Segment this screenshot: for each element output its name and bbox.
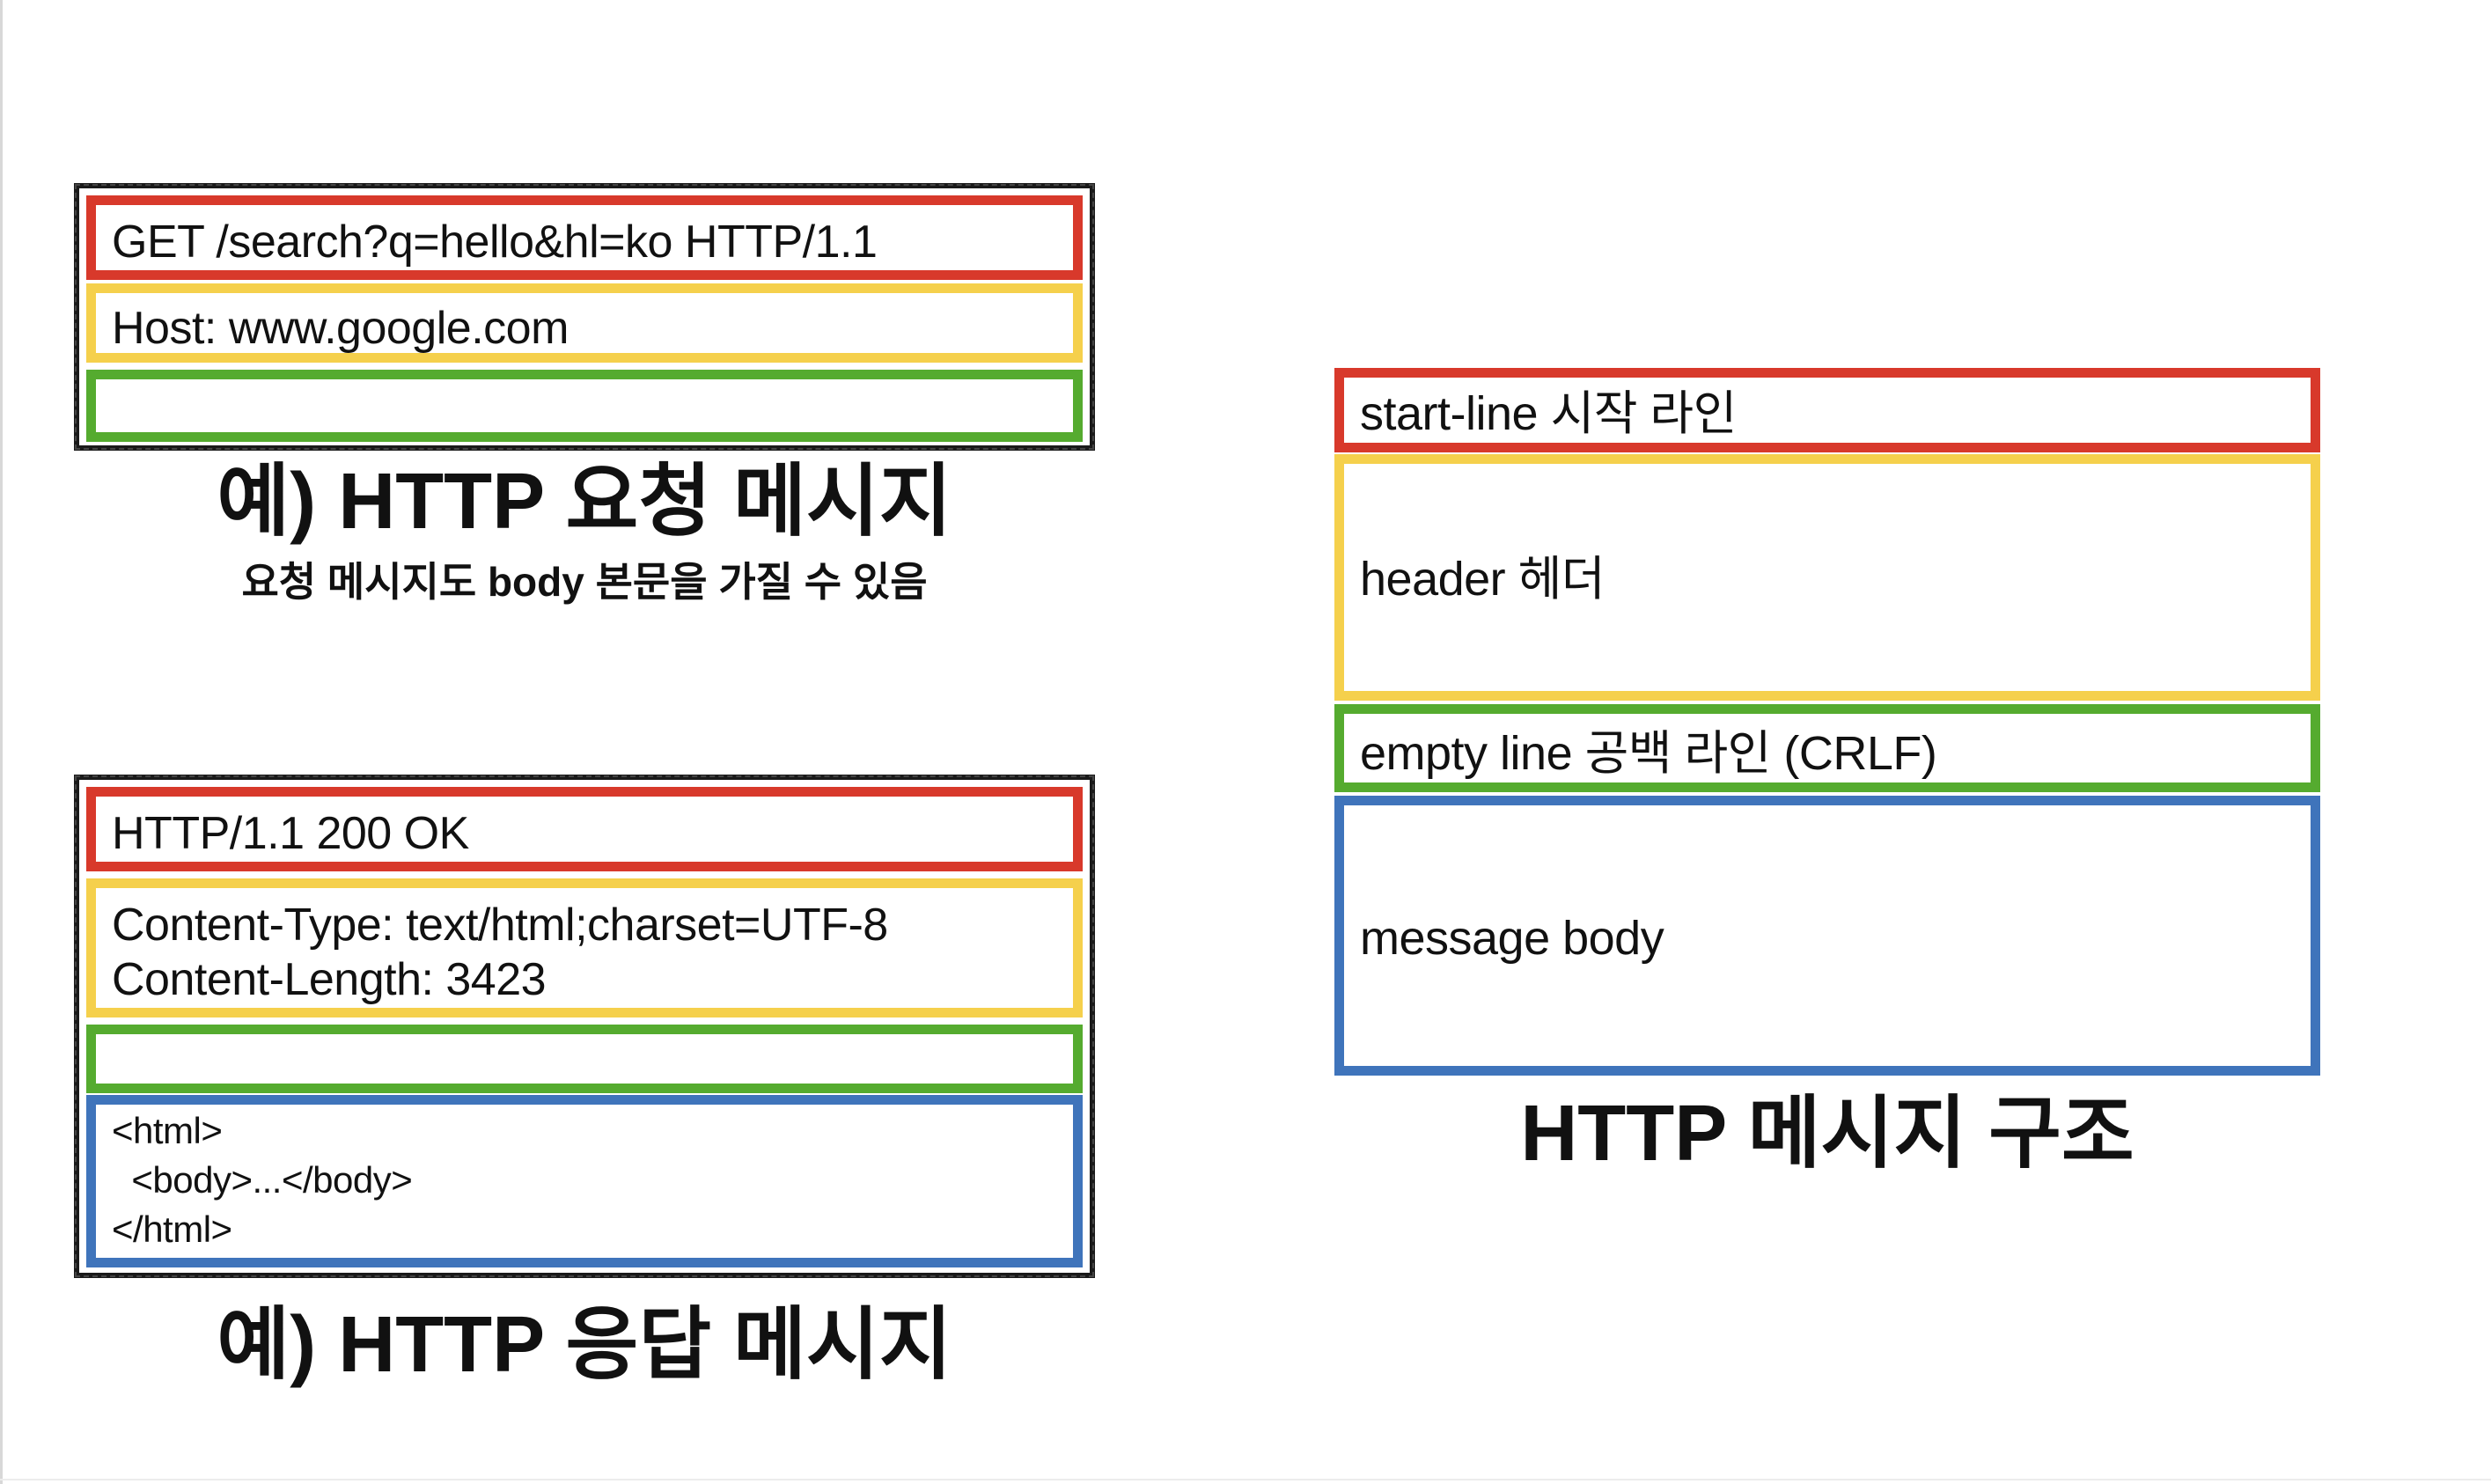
response-caption: 예) HTTP 응답 메시지 [217, 1301, 952, 1389]
response-header-line-2: Content-Length: 3423 [112, 954, 547, 1005]
request-message-frame [74, 183, 1095, 451]
structure-message-body-box: message body [1334, 796, 2320, 1076]
response-empty-line-box [86, 1025, 1083, 1093]
structure-message-body-label: message body [1360, 912, 1664, 965]
structure-header-label: header 헤더 [1360, 553, 1606, 606]
request-start-line-box: GET /search?q=hello&hl=ko HTTP/1.1 [86, 195, 1083, 280]
request-header-text: Host: www.google.com [112, 303, 569, 354]
response-start-line-box: HTTP/1.1 200 OK [86, 787, 1083, 871]
request-start-line-text: GET /search?q=hello&hl=ko HTTP/1.1 [112, 217, 878, 268]
response-message-frame [74, 775, 1095, 1278]
response-start-line-text: HTTP/1.1 200 OK [112, 808, 469, 859]
response-header-line-1: Content-Type: text/html;charset=UTF-8 [112, 900, 888, 951]
response-header-box: Content-Type: text/html;charset=UTF-8 Co… [86, 878, 1083, 1017]
request-header-box: Host: www.google.com [86, 283, 1083, 363]
response-body-line-3: </html> [112, 1209, 232, 1250]
structure-start-line-label: start-line 시작 라인 [1360, 387, 1737, 440]
response-body-box: <html> <body>...</body> </html> [86, 1095, 1083, 1267]
response-body-line-1: <html> [112, 1110, 223, 1151]
structure-empty-line-box: empty line 공백 라인 (CRLF) [1334, 704, 2320, 792]
request-subcaption: 요청 메시지도 body 본문을 가질 수 있음 [241, 559, 928, 605]
left-edge-divider [0, 0, 3, 1484]
request-empty-line-box [86, 370, 1083, 442]
bottom-edge-divider [0, 1479, 2491, 1480]
structure-start-line-box: start-line 시작 라인 [1334, 368, 2320, 452]
response-body-line-2: <body>...</body> [112, 1159, 413, 1201]
request-caption: 예) HTTP 요청 메시지 [217, 458, 952, 546]
structure-header-box: header 헤더 [1334, 454, 2320, 701]
structure-empty-line-label: empty line 공백 라인 (CRLF) [1360, 727, 1937, 780]
structure-caption: HTTP 메시지 구조 [1520, 1090, 2135, 1178]
